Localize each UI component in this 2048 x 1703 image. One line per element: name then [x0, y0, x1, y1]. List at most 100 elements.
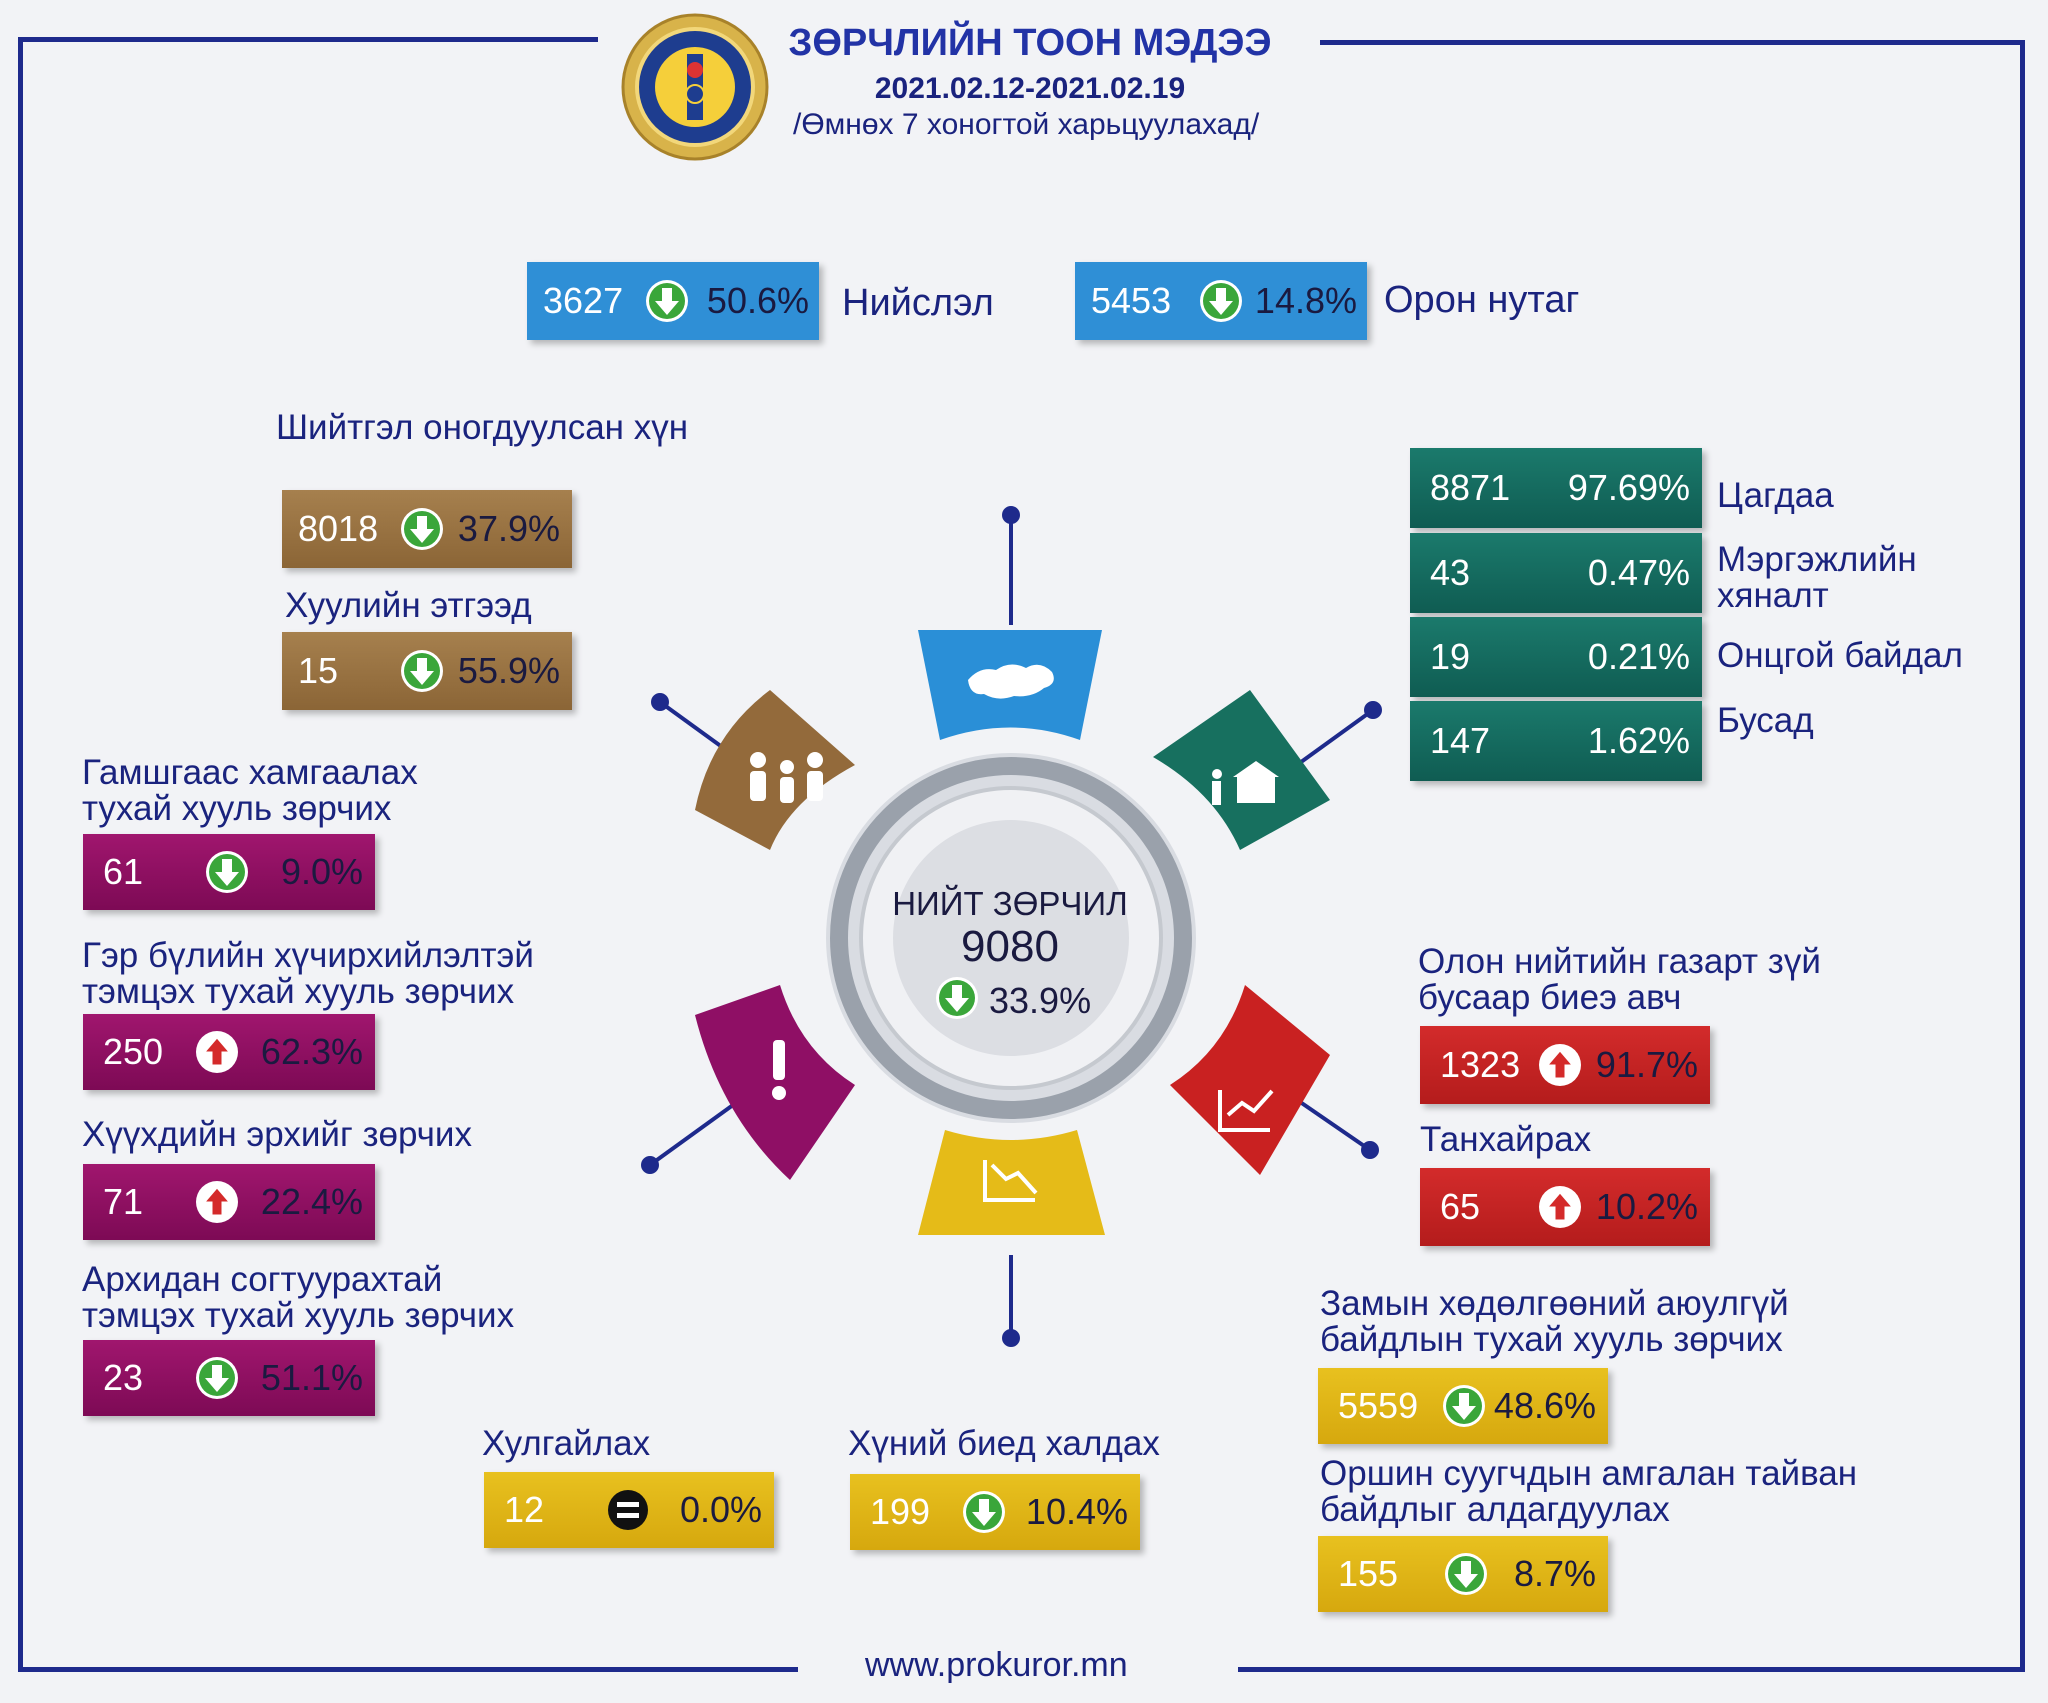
- left-item-value: 61: [103, 851, 144, 892]
- left-item-percent: 9.0%: [280, 851, 363, 892]
- down-arrow-icon: [1199, 279, 1243, 323]
- authority-label: Мэргэжлийн хяналт: [1717, 540, 1917, 615]
- right-red-box: 65 10.2%: [1420, 1168, 1710, 1246]
- right-red-label: Олон нийтийн газарт зүй бусаар биеэ авч: [1418, 942, 1821, 1017]
- equal-icon: [606, 1488, 650, 1532]
- frame-right: [2020, 40, 2025, 1672]
- local-value: 5453: [1091, 280, 1172, 321]
- authority-box: 43 0.47%: [1410, 533, 1702, 613]
- yellow-percent: 10.4%: [1025, 1491, 1128, 1532]
- yellow-label: Хулгайлах: [482, 1424, 651, 1463]
- up-arrow-icon: [195, 1030, 239, 1074]
- footer-url[interactable]: www.prokuror.mn: [865, 1646, 1128, 1684]
- legal-entity-percent: 55.9%: [457, 650, 560, 691]
- left-item-box: 71 22.4%: [83, 1164, 375, 1240]
- left-item-percent: 62.3%: [260, 1031, 363, 1072]
- logo-seal: [620, 12, 770, 162]
- local-percent: 14.8%: [1254, 280, 1357, 321]
- capital-box: 3627 50.6%: [527, 262, 819, 340]
- yellow-percent: 0.0%: [679, 1489, 762, 1530]
- right-red-percent: 91.7%: [1595, 1044, 1698, 1085]
- family-icon: [695, 690, 855, 850]
- authority-percent: 1.62%: [1587, 720, 1690, 761]
- legal-entity-box: 15 55.9%: [282, 632, 572, 710]
- total-value: 9080: [961, 922, 1059, 971]
- down-arrow-icon: [962, 1490, 1006, 1534]
- total-label: НИЙТ ЗӨРЧИЛ: [892, 885, 1128, 922]
- chart-down-icon: [918, 1130, 1105, 1235]
- up-arrow-icon: [195, 1180, 239, 1224]
- authority-value: 19: [1430, 636, 1471, 677]
- yellow-value: 155: [1338, 1553, 1399, 1594]
- local-box: 5453 14.8%: [1075, 262, 1367, 340]
- left-item-label: Хүүхдийн эрхийг зөрчих: [82, 1115, 472, 1154]
- yellow-value: 5559: [1338, 1385, 1419, 1426]
- down-arrow-icon: [195, 1356, 239, 1400]
- left-item-label: Архидан согтуурахтай тэмцэх тухай хууль …: [82, 1260, 515, 1335]
- yellow-box: 199 10.4%: [850, 1474, 1140, 1550]
- yellow-label: Оршин суугчдын амгалан тайван байдлыг ал…: [1320, 1454, 1858, 1529]
- chart-up-icon: [1170, 985, 1330, 1175]
- local-label: Орон нутаг: [1384, 279, 1580, 321]
- right-red-box: 1323 91.7%: [1420, 1026, 1710, 1104]
- down-arrow-icon: [645, 279, 689, 323]
- yellow-value: 199: [870, 1491, 931, 1532]
- left-item-percent: 22.4%: [260, 1181, 363, 1222]
- authority-label: Цагдаа: [1717, 476, 1834, 515]
- right-red-value: 65: [1440, 1186, 1481, 1227]
- yellow-percent: 48.6%: [1493, 1385, 1596, 1426]
- authority-box: 19 0.21%: [1410, 617, 1702, 697]
- left-item-value: 23: [103, 1357, 144, 1398]
- down-arrow-icon: [1442, 1384, 1486, 1428]
- capital-label: Нийслэл: [842, 282, 994, 324]
- yellow-box: 155 8.7%: [1318, 1536, 1608, 1612]
- left-item-label: Гэр бүлийн хүчирхийлэлтэй тэмцэх тухай х…: [82, 936, 534, 1011]
- authority-box: 8871 97.69%: [1410, 448, 1702, 528]
- down-arrow-icon: [205, 850, 249, 894]
- down-arrow-icon: [1444, 1552, 1488, 1596]
- legal-entity-value: 15: [298, 650, 339, 691]
- left-item-value: 250: [103, 1031, 164, 1072]
- frame-top-right: [1320, 40, 2025, 45]
- right-red-percent: 10.2%: [1595, 1186, 1698, 1227]
- capital-value: 3627: [543, 280, 624, 321]
- map-mongolia-icon: [918, 630, 1102, 740]
- frame-left: [18, 37, 23, 1672]
- authority-box: 147 1.62%: [1410, 701, 1702, 781]
- left-item-box: 250 62.3%: [83, 1014, 375, 1090]
- up-arrow-icon: [1538, 1043, 1582, 1087]
- frame-bottom-left: [18, 1667, 798, 1672]
- frame-top-left: [18, 37, 598, 42]
- yellow-box: 12 0.0%: [484, 1472, 774, 1548]
- authority-value: 8871: [1430, 467, 1511, 508]
- authority-percent: 0.21%: [1587, 636, 1690, 677]
- left-item-value: 71: [103, 1181, 144, 1222]
- punished-label: Шийтгэл оногдуулсан хүн: [275, 408, 689, 447]
- total-percent: 33.9%: [989, 980, 1092, 1021]
- punished-percent: 37.9%: [457, 508, 560, 549]
- authority-percent: 0.47%: [1587, 552, 1690, 593]
- authority-label: Онцгой байдал: [1717, 636, 1963, 675]
- down-arrow-icon: [400, 649, 444, 693]
- yellow-box: 5559 48.6%: [1318, 1368, 1608, 1444]
- authority-percent: 97.69%: [1567, 467, 1690, 508]
- punished-box: 8018 37.9%: [282, 490, 572, 568]
- yellow-label: Хүний биед халдах: [848, 1424, 1160, 1463]
- right-red-value: 1323: [1440, 1044, 1521, 1085]
- frame-bottom-right: [1238, 1667, 2025, 1672]
- legal-entity-label: Хуулийн этгээд: [285, 586, 532, 625]
- left-item-box: 61 9.0%: [83, 834, 375, 910]
- capital-percent: 50.6%: [706, 280, 809, 321]
- yellow-label: Замын хөдөлгөөний аюулгүй байдлын тухай …: [1320, 1284, 1789, 1359]
- yellow-value: 12: [504, 1489, 545, 1530]
- punished-value: 8018: [298, 508, 379, 549]
- down-arrow-icon: [935, 976, 979, 1020]
- center-wheel: [641, 506, 1382, 1347]
- up-arrow-icon: [1538, 1185, 1582, 1229]
- date-range: 2021.02.12-2021.02.19: [874, 72, 1186, 105]
- right-red-label: Танхайрах: [1420, 1120, 1592, 1159]
- subtitle: /Өмнөх 7 хоногтой харьцуулахад/: [793, 108, 1260, 141]
- total-trend: 33.9%: [935, 976, 1135, 1026]
- yellow-percent: 8.7%: [1513, 1553, 1596, 1594]
- left-item-percent: 51.1%: [260, 1357, 363, 1398]
